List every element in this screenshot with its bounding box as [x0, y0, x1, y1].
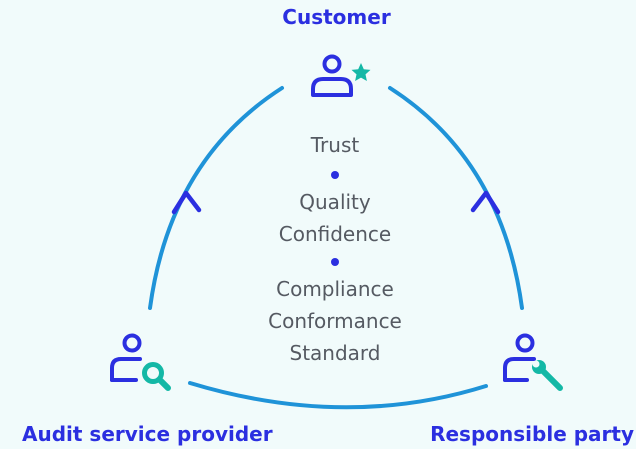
magnifier-icon: [142, 362, 164, 384]
person-wrench-icon: [503, 333, 563, 391]
center-text-conformance: Conformance: [268, 309, 402, 333]
arc-audit-to-responsible: [188, 381, 488, 410]
arc-audit-to-customer: [148, 86, 284, 310]
separator-dot-1: [331, 171, 339, 179]
responsible-party-label: Responsible party: [430, 422, 634, 446]
customer-label: Customer: [282, 5, 391, 29]
person-magnifier-icon: [110, 333, 171, 391]
audit-service-provider-label: Audit service provider: [22, 422, 273, 446]
center-text-compliance: Compliance: [276, 277, 394, 301]
wrench-icon: [532, 360, 563, 391]
arrowhead-left: [171, 190, 202, 215]
arc-responsible-to-customer: [388, 86, 524, 310]
arrowhead-right: [470, 190, 501, 215]
separator-dot-2: [331, 258, 339, 266]
center-text-standard: Standard: [289, 341, 381, 365]
center-text-quality: Quality: [299, 190, 371, 214]
star-icon: [351, 63, 371, 81]
center-text-confidence: Confidence: [278, 222, 392, 246]
person-star-icon: [311, 54, 371, 97]
center-text-trust: Trust: [310, 133, 360, 157]
